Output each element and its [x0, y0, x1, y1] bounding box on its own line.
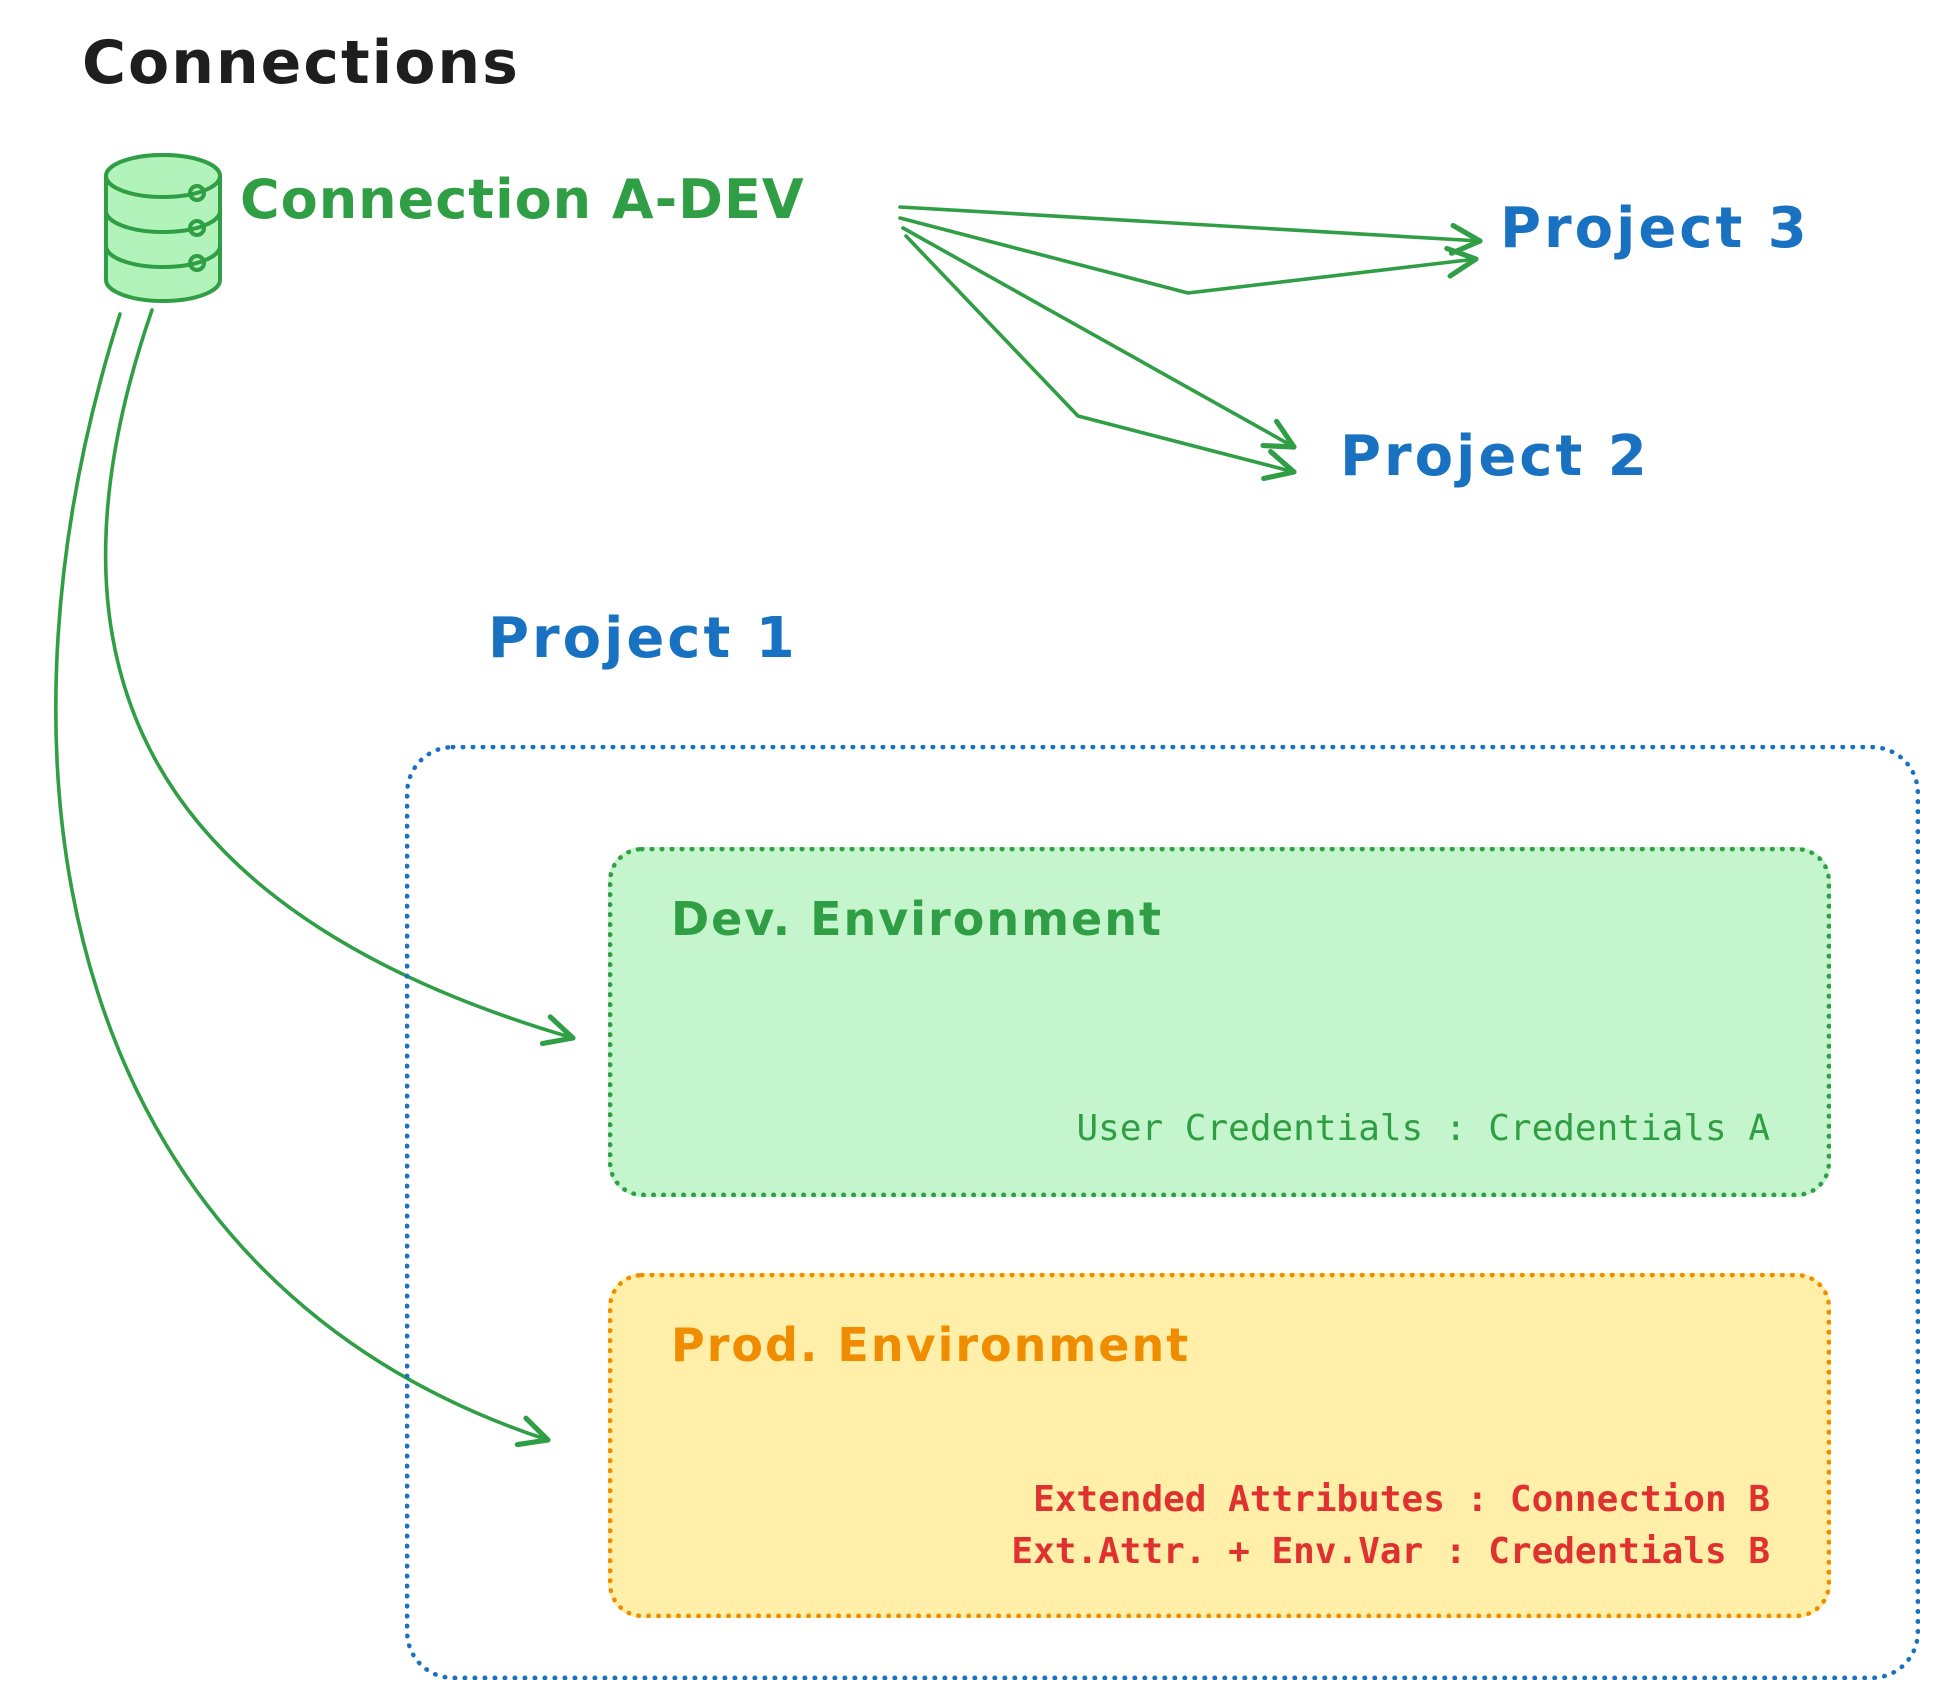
prod-attr-line-1: Extended Attributes : Connection B: [1033, 1479, 1770, 1520]
prod-attributes-text: Extended Attributes : Connection B Ext.A…: [1011, 1474, 1770, 1578]
project-1-container: [405, 745, 1920, 1680]
project-2-label: Project 2: [1340, 424, 1650, 489]
diagram-title: Connections: [82, 28, 520, 98]
arrow-to-project-3: [898, 205, 1483, 295]
project-1-label: Project 1: [488, 606, 798, 671]
database-icon: [104, 153, 222, 303]
connection-a-dev-label: Connection A-DEV: [240, 168, 805, 231]
project-3-label: Project 3: [1500, 196, 1810, 261]
arrow-to-project-2: [901, 226, 1297, 482]
dev-credentials-text: User Credentials : Credentials A: [1076, 1108, 1770, 1149]
prod-attr-line-2: Ext.Attr. + Env.Var : Credentials B: [1011, 1531, 1770, 1573]
prod-environment-label: Prod. Environment: [671, 1318, 1191, 1372]
dev-environment-label: Dev. Environment: [671, 892, 1163, 946]
prod-environment-box: Prod. Environment Extended Attributes : …: [608, 1273, 1831, 1618]
dev-environment-box: Dev. Environment User Credentials : Cred…: [608, 847, 1831, 1197]
